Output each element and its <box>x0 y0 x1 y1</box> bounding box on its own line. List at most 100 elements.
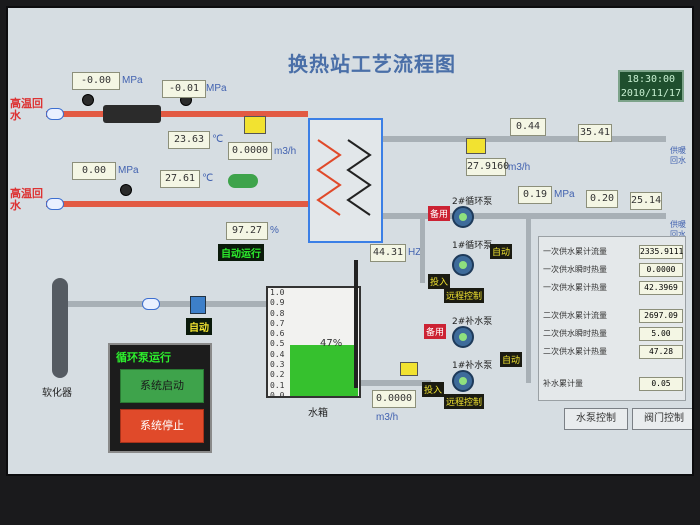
heat-exchanger <box>308 118 383 243</box>
pressure-unit: MPa <box>122 75 143 86</box>
makeup-pipe <box>361 380 431 386</box>
frequency-unit: HZ <box>408 247 422 258</box>
temperature-readout: 27.61 <box>160 170 200 188</box>
flowmeter-icon <box>400 362 418 376</box>
makeup-pump-2-icon[interactable] <box>452 326 474 348</box>
panel-row-value: 42.3969 <box>639 281 683 295</box>
panel-row: 一次供水累计流量 2335.9111 <box>543 245 683 260</box>
pressure-unit: MPa <box>206 83 227 94</box>
panel-row: 补水累计量 0.05 <box>543 377 683 392</box>
supply-pipe-2 <box>46 201 308 207</box>
panel-row-value: 2335.9111 <box>639 245 683 259</box>
high-temp-return-label-2: 高温回水 <box>10 187 43 212</box>
tank-scale-tick: 0.3 <box>270 360 285 370</box>
panel-row-label: 二次供水瞬时热量 <box>543 329 607 338</box>
pressure-readout: -0.01 <box>162 80 206 98</box>
valve-opening-readout: 97.27 <box>226 222 268 240</box>
makeup-pump-2-standby-tag: 备用 <box>424 324 447 339</box>
valve-control-button[interactable]: 阀门控制 <box>632 408 692 430</box>
makeup-pump-1-label: 1#补水泵 <box>452 361 493 371</box>
flow-unit: m3/h <box>274 146 297 157</box>
softener-tank-icon <box>52 278 68 378</box>
makeup-flow-unit: m3/h <box>376 412 399 423</box>
pressure-unit: MPa <box>118 165 139 176</box>
circulation-pump-control-box: 循环泵运行 系统启动 系统停止 <box>108 343 212 453</box>
right-mid-readout-b: 0.20 <box>586 190 618 208</box>
pressure-readout: -0.00 <box>72 72 120 90</box>
high-temp-return-label-1: 高温回水 <box>10 97 43 122</box>
tank-scale: 1.0 0.9 0.8 0.7 0.6 0.5 0.4 0.3 0.2 0.1 … <box>270 288 288 401</box>
circ-pump-1-icon[interactable] <box>452 254 474 276</box>
panel-row-label: 补水累计量 <box>543 379 583 388</box>
tank-scale-tick: 0.0 <box>270 390 285 400</box>
flow-readout: 0.0000 <box>228 142 272 160</box>
tank-scale-tick: 0.9 <box>270 298 285 308</box>
tank-scale-tick: 0.4 <box>270 349 285 359</box>
circ-pump-2-icon[interactable] <box>452 206 474 228</box>
tank-label: 水箱 <box>308 408 328 419</box>
water-tank: 1.0 0.9 0.8 0.7 0.6 0.5 0.4 0.3 0.2 0.1 … <box>266 286 361 401</box>
circ-pump-2-standby-tag: 备用 <box>428 206 451 221</box>
makeup-pump-1-icon[interactable] <box>452 370 474 392</box>
tank-level-text: 47% <box>320 338 343 349</box>
panel-row-value: 5.00 <box>639 327 683 341</box>
valve-icon[interactable] <box>400 132 414 142</box>
makeup-pump-input-tag: 投入 <box>422 382 445 397</box>
tank-level-fill <box>290 345 358 396</box>
right-top-flow-unit: m3/h <box>508 162 531 173</box>
panel-row-value: 47.28 <box>639 345 683 359</box>
arrow-right-icon <box>46 198 64 210</box>
return-pipe-2 <box>383 213 666 219</box>
tank-scale-tick: 0.8 <box>270 308 285 318</box>
valve-icon[interactable] <box>284 198 298 208</box>
makeup-pump-remote-tag: 远程控制 <box>444 394 485 409</box>
tank-scale-tick: 1.0 <box>270 288 285 297</box>
pressure-gauge-icon <box>120 184 132 196</box>
pressure-readout: 0.00 <box>72 162 116 180</box>
circ-pump-1-label: 1#循环泵 <box>452 241 493 251</box>
right-top-readout-b: 35.41 <box>578 124 612 142</box>
auto-run-tag: 自动运行 <box>218 244 264 261</box>
valve-icon[interactable] <box>400 208 414 218</box>
clock-date: 2010/11/17 <box>620 88 682 99</box>
control-valve-icon[interactable] <box>228 174 258 188</box>
circ-pump-input-tag: 投入 <box>428 274 451 289</box>
temperature-unit: ℃ <box>202 173 214 184</box>
temperature-readout: 23.63 <box>168 131 210 149</box>
flowmeter-icon <box>190 296 206 314</box>
tank-scale-tick: 0.5 <box>270 339 285 349</box>
right-top-flow-readout: 27.9160 <box>466 158 509 176</box>
clock-time: 18:30:00 <box>626 74 676 85</box>
makeup-riser <box>526 283 531 383</box>
valve-icon[interactable] <box>284 108 298 118</box>
tank-scale-tick: 0.6 <box>270 329 285 339</box>
pump-manifold-left <box>420 213 425 283</box>
panel-row-label: 一次供水累计流量 <box>543 247 607 256</box>
right-mid-unit-a: MPa <box>554 189 575 200</box>
system-stop-button[interactable]: 系统停止 <box>120 409 204 443</box>
arrow-right-icon <box>46 108 64 120</box>
circ-pump-auto-tag: 自动 <box>490 244 513 259</box>
right-mid-label: 供暖回水 <box>670 220 686 239</box>
panel-row-value: 0.05 <box>639 377 683 391</box>
tank-scale-tick: 0.1 <box>270 380 285 390</box>
system-start-button[interactable]: 系统启动 <box>120 369 204 403</box>
filter-icon <box>103 105 161 123</box>
temperature-unit: ℃ <box>212 134 224 145</box>
arrow-right-icon <box>142 298 160 310</box>
page-title: 换热站工艺流程图 <box>288 52 456 76</box>
circ-pump-remote-tag: 远程控制 <box>444 288 485 303</box>
circulation-pump-run-title: 循环泵运行 <box>116 351 171 364</box>
panel-row: 二次供水瞬时热量 5.00 <box>543 327 683 342</box>
hmi-screen: 换热站工艺流程图 18:30:00 2010/11/17 高温回水 高温回水 -… <box>6 6 694 476</box>
pump-control-button[interactable]: 水泵控制 <box>564 408 628 430</box>
level-probe <box>354 260 358 388</box>
supply-pipe-1 <box>46 111 308 117</box>
softener-pipe <box>68 301 266 307</box>
frequency-readout: 44.31 <box>370 244 406 262</box>
